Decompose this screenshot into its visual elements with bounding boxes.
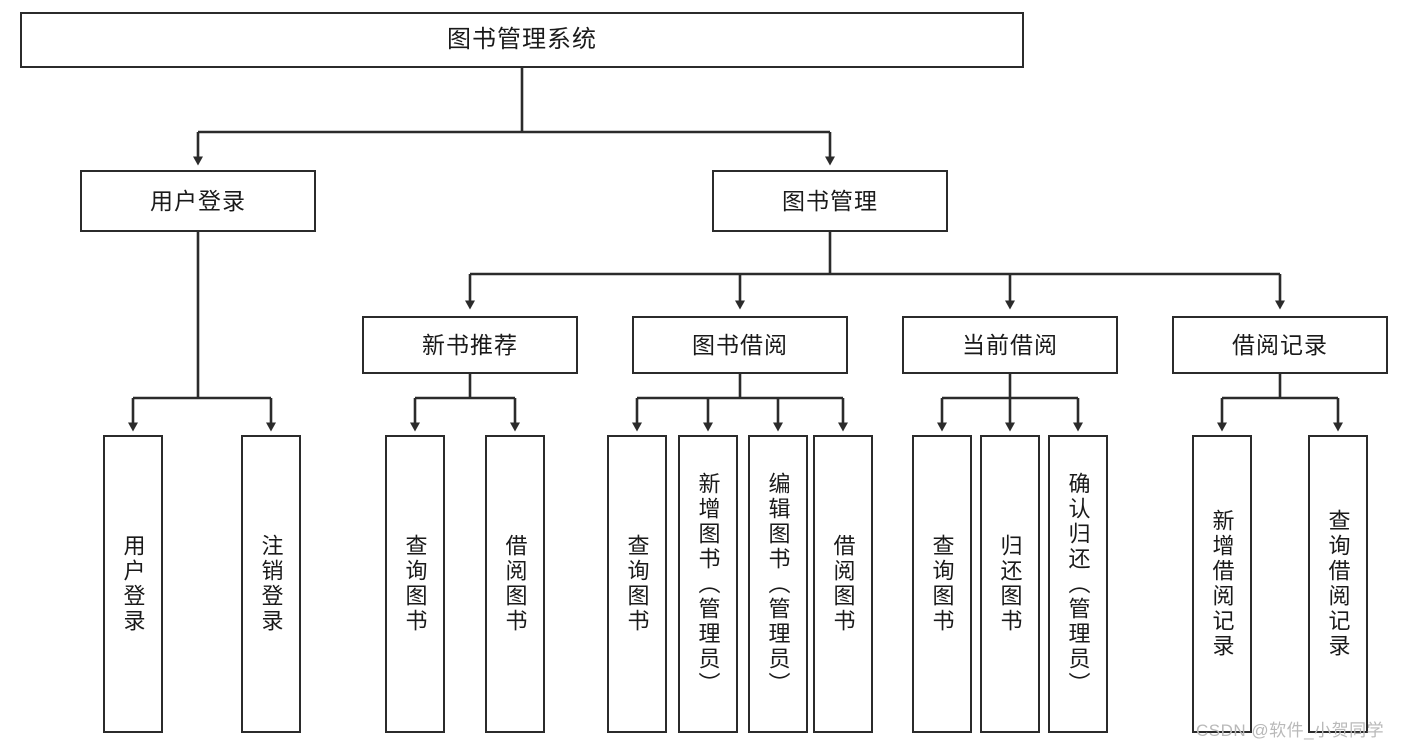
leaf-new-book-borrow-book[interactable]: 借阅图书 [485, 435, 545, 733]
node-label: 查询图书 [624, 534, 650, 634]
node-label: 确认归还（管理员） [1065, 471, 1091, 697]
node-label: 新书推荐 [422, 331, 518, 358]
csdn-watermark: CSDN @软件_小贺同学 [1196, 721, 1385, 740]
leaf-current-borrow-confirm-return-admin[interactable]: 确认归还（管理员） [1048, 435, 1108, 733]
leaf-borrow-record-query-record[interactable]: 查询借阅记录 [1308, 435, 1368, 733]
node-label: 编辑图书（管理员） [765, 471, 791, 697]
node-label: 图书管理系统 [447, 26, 597, 54]
node-label: 新增借阅记录 [1209, 509, 1235, 659]
leaf-current-borrow-query-book[interactable]: 查询图书 [912, 435, 972, 733]
node-new-book-recommendation[interactable]: 新书推荐 [362, 316, 578, 374]
node-label: 图书管理 [782, 187, 878, 214]
node-root-book-management-system[interactable]: 图书管理系统 [20, 12, 1024, 68]
node-label: 查询图书 [929, 534, 955, 634]
node-book-management[interactable]: 图书管理 [712, 170, 948, 232]
node-label: 查询借阅记录 [1325, 509, 1351, 659]
leaf-user-login-login[interactable]: 用户登录 [103, 435, 163, 733]
leaf-book-borrow-borrow-book[interactable]: 借阅图书 [813, 435, 873, 733]
node-label: 查询图书 [402, 534, 428, 634]
node-book-borrow[interactable]: 图书借阅 [632, 316, 848, 374]
node-label: 归还图书 [997, 534, 1023, 634]
node-label: 借阅记录 [1232, 331, 1328, 358]
node-label: 图书借阅 [692, 331, 788, 358]
leaf-book-borrow-add-book-admin[interactable]: 新增图书（管理员） [678, 435, 738, 733]
node-label: 借阅图书 [830, 534, 856, 634]
leaf-book-borrow-query-book[interactable]: 查询图书 [607, 435, 667, 733]
leaf-borrow-record-add-record[interactable]: 新增借阅记录 [1192, 435, 1252, 733]
leaf-user-login-logout[interactable]: 注销登录 [241, 435, 301, 733]
leaf-book-borrow-edit-book-admin[interactable]: 编辑图书（管理员） [748, 435, 808, 733]
node-borrow-record[interactable]: 借阅记录 [1172, 316, 1388, 374]
leaf-new-book-query-book[interactable]: 查询图书 [385, 435, 445, 733]
node-label: 新增图书（管理员） [695, 471, 721, 697]
node-label: 借阅图书 [502, 534, 528, 634]
node-label: 用户登录 [150, 187, 246, 214]
node-user-login[interactable]: 用户登录 [80, 170, 316, 232]
node-label: 当前借阅 [962, 331, 1058, 358]
node-label: 注销登录 [258, 534, 284, 634]
node-label: 用户登录 [120, 534, 146, 634]
leaf-current-borrow-return-book[interactable]: 归还图书 [980, 435, 1040, 733]
node-current-borrow[interactable]: 当前借阅 [902, 316, 1118, 374]
